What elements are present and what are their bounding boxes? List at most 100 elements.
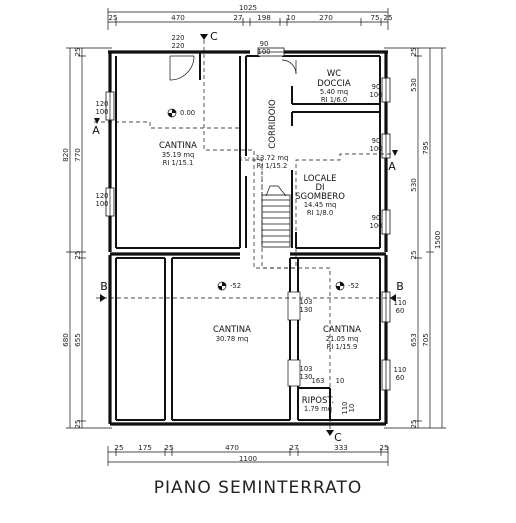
right-dim: 705 xyxy=(421,333,430,347)
left-dim: 25 xyxy=(73,47,82,56)
section-a-right: A xyxy=(388,160,396,173)
room-corridoio-area: 13.72 mq xyxy=(256,154,289,162)
room-cantina-3-ri: RI 1/15.9 xyxy=(327,343,358,351)
room-cantina-1-name: CANTINA xyxy=(159,141,197,151)
bottom-dim: 25 xyxy=(164,443,173,452)
opening-dim: 110 xyxy=(341,402,349,415)
right-dim: 795 xyxy=(421,141,430,155)
right-dim: 653 xyxy=(409,333,418,347)
right-dim: 530 xyxy=(409,78,418,92)
left-dim: 655 xyxy=(73,333,82,347)
room-locale-name: LOCALE xyxy=(304,174,337,184)
level-label: 0.00 xyxy=(180,109,195,117)
top-dim: 75 xyxy=(370,13,379,22)
room-labels: CANTINA 35.19 mq RI 1/15.1 WC DOCCIA 5.4… xyxy=(159,69,361,413)
opening-dim: 100 xyxy=(258,48,271,56)
section-c-top: C xyxy=(210,30,218,43)
level-label: -52 xyxy=(230,282,241,290)
room-ripost-area: 1.79 mq xyxy=(304,405,332,413)
opening-dim: 110 xyxy=(394,299,407,307)
left-dimensions: 25 820 770 25 680 655 25 xyxy=(61,47,112,429)
top-total-dim: 1025 xyxy=(239,3,257,12)
top-dim: 470 xyxy=(171,13,185,22)
opening-dim: 90 xyxy=(372,214,381,222)
room-corridoio-ri: RI 1/15.2 xyxy=(257,162,288,170)
opening-dim: 90 xyxy=(260,40,269,48)
room-locale-name-2: DI xyxy=(315,183,324,193)
section-b-left: B xyxy=(100,280,108,293)
opening-dim: 110 xyxy=(394,366,407,374)
bottom-dim: 27 xyxy=(289,443,298,452)
opening-dim: 130 xyxy=(300,306,313,314)
level-markers: 0.00 -52 -52 xyxy=(167,108,359,291)
top-dimensions: 1025 25 470 27 198 10 270 75 25 xyxy=(107,3,393,30)
top-dim: 25 xyxy=(108,13,117,22)
bottom-dim: 25 xyxy=(379,443,388,452)
left-dim: 770 xyxy=(73,148,82,162)
room-cantina-2-area: 30.78 mq xyxy=(216,335,249,343)
opening-dim: 100 xyxy=(96,108,109,116)
opening-dim: 120 xyxy=(96,100,109,108)
section-a-left: A xyxy=(92,124,100,137)
section-b-right: B xyxy=(396,280,404,293)
room-cantina-1-ri: RI 1/15.1 xyxy=(163,159,194,167)
opening-dim: 10 xyxy=(348,404,356,413)
opening-dim: 103 xyxy=(300,298,313,306)
exterior-walls xyxy=(108,50,388,426)
opening-dim: 90 xyxy=(372,137,381,145)
doors xyxy=(169,55,301,387)
drawing-title: PIANO SEMINTERRATO xyxy=(153,478,363,498)
room-locale-name-3: SGOMBERO xyxy=(295,192,345,202)
right-dim: 25 xyxy=(409,47,418,56)
room-corridoio-name: CORRIDOIO xyxy=(268,99,278,149)
opening-dim: 100 xyxy=(96,200,109,208)
bottom-dim: 470 xyxy=(225,443,239,452)
bottom-dim: 25 xyxy=(114,443,123,452)
opening-dim: 60 xyxy=(396,374,405,382)
left-dim: 820 xyxy=(61,148,70,162)
section-c-bottom: C xyxy=(334,431,342,444)
left-dim: 25 xyxy=(73,419,82,428)
room-locale-ri: RI 1/8.0 xyxy=(307,209,333,217)
room-wc-name-2: DOCCIA xyxy=(317,79,351,89)
room-wc-name: WC xyxy=(327,69,341,79)
section-lines: A A B B C C xyxy=(92,30,404,444)
opening-dim: 60 xyxy=(396,307,405,315)
opening-dim: 120 xyxy=(96,192,109,200)
room-wc-area: 5.40 mq xyxy=(320,88,348,96)
right-dimensions: 25 795 530 530 1500 25 653 705 25 xyxy=(384,47,446,429)
room-wc-ri: RI 1/6.0 xyxy=(321,96,347,104)
top-dim: 10 xyxy=(286,13,296,22)
bottom-dim: 333 xyxy=(334,443,348,452)
top-dim: 27 xyxy=(233,13,242,22)
opening-dim: 220 xyxy=(172,42,185,50)
staircase xyxy=(240,157,291,248)
bottom-dim: 175 xyxy=(138,443,152,452)
windows xyxy=(105,47,391,391)
opening-dim: 130 xyxy=(300,373,313,381)
top-dim: 270 xyxy=(319,13,333,22)
opening-dim: 220 xyxy=(172,34,185,42)
room-cantina-1-area: 35.19 mq xyxy=(162,151,195,159)
opening-dim: 100 xyxy=(370,91,383,99)
top-dim: 25 xyxy=(383,13,392,22)
interior-walls xyxy=(115,52,381,421)
room-locale-area: 14.45 mq xyxy=(304,201,337,209)
opening-dim: 10 xyxy=(336,377,345,385)
right-dim: 25 xyxy=(409,250,418,259)
right-dim: 25 xyxy=(409,419,418,428)
opening-dim: 103 xyxy=(300,365,313,373)
opening-dim: 100 xyxy=(370,222,383,230)
level-label: -52 xyxy=(348,282,359,290)
opening-dim: 163 xyxy=(312,377,325,385)
bottom-dimensions: 25 175 25 470 27 333 25 1100 xyxy=(107,443,389,466)
left-dim: 25 xyxy=(73,250,82,259)
bottom-total-dim: 1100 xyxy=(239,454,258,463)
left-dim: 680 xyxy=(61,333,70,347)
opening-dim: 100 xyxy=(370,145,383,153)
room-ripost-name: RIPOST. xyxy=(302,396,335,406)
top-dim: 198 xyxy=(257,13,271,22)
opening-dim: 90 xyxy=(372,83,381,91)
right-dim: 1500 xyxy=(433,230,442,249)
